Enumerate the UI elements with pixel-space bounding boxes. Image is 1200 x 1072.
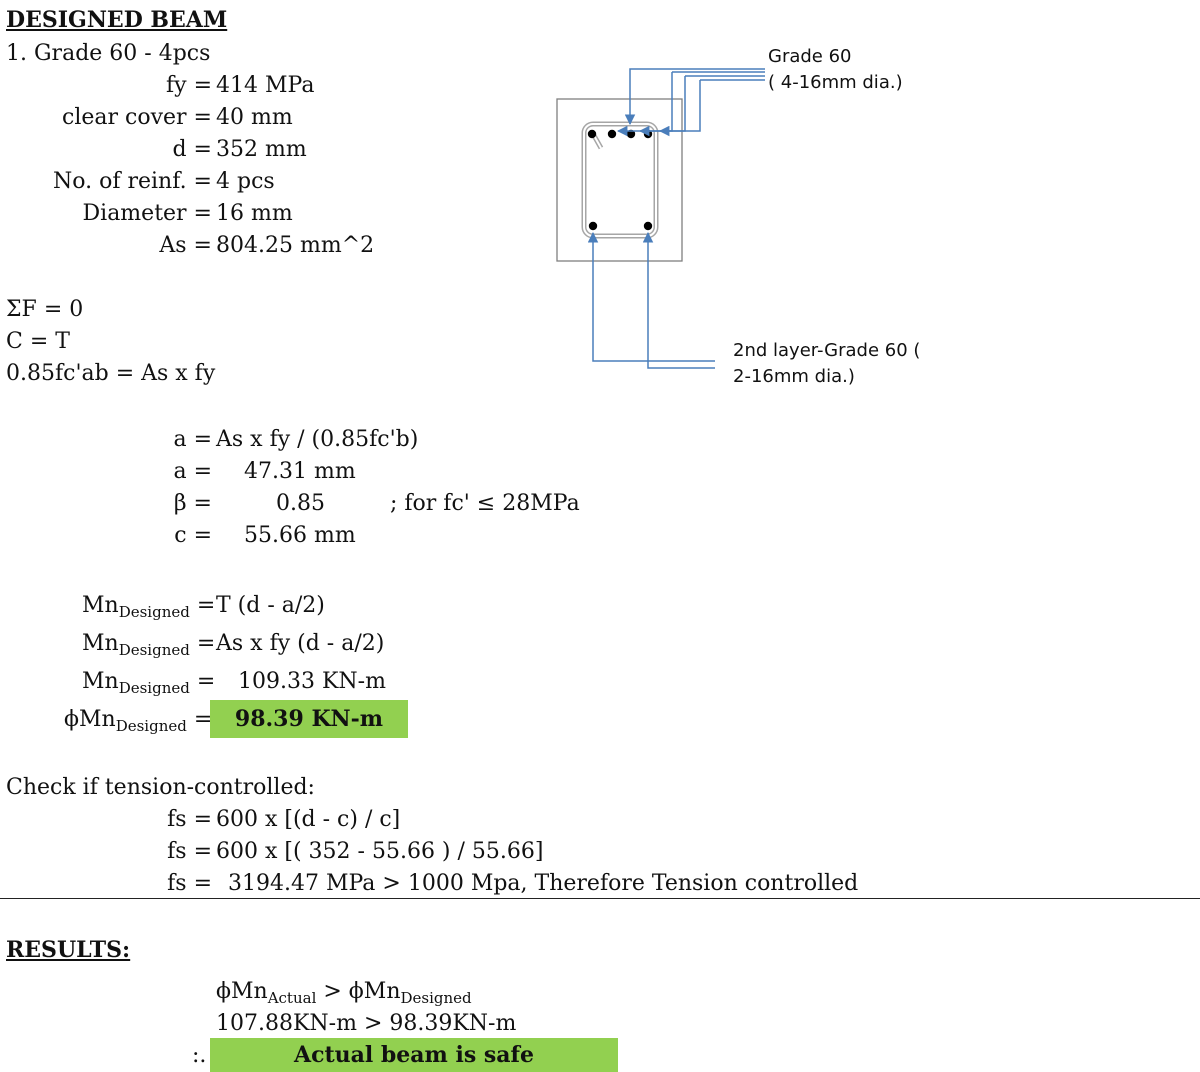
phi-moment-value: 98.39 KN-m: [210, 700, 408, 738]
calc-label: c =: [174, 523, 212, 548]
moment-value: As x fy (d - a/2): [216, 631, 385, 656]
prop-label: No. of reinf. =: [53, 169, 212, 194]
prop-value: 352 mm: [216, 137, 307, 162]
item-heading: 1. Grade 60 - 4pcs: [6, 41, 211, 66]
callout-top-line1: Grade 60: [768, 46, 852, 67]
results-heading: RESULTS:: [6, 937, 131, 963]
leader-top: [624, 68, 765, 126]
prop-label: d =: [172, 137, 212, 162]
rebar-top: [607, 129, 617, 139]
check-value: 600 x [( 352 - 55.66 ) / 55.66]: [216, 839, 544, 864]
moment-label: MnDesigned =: [82, 669, 216, 697]
rebar-top: [626, 129, 636, 139]
leader-top: [658, 80, 701, 137]
results-values: 107.88KN-m > 98.39KN-m: [216, 1011, 517, 1036]
leader-bottom: [642, 231, 715, 369]
calc-value: 47.31 mm: [244, 459, 356, 484]
prop-label: clear cover =: [62, 105, 212, 130]
prop-value: 4 pcs: [216, 169, 275, 194]
prop-value: 414 MPa: [216, 73, 315, 98]
calc-value: 0.85: [276, 491, 325, 516]
calc-label: a =: [173, 459, 212, 484]
moment-label: MnDesigned =: [82, 593, 216, 621]
phi-moment-label: ϕMnDesigned =: [64, 707, 213, 735]
calc-label: β =: [173, 491, 212, 516]
check-value: 600 x [(d - c) / c]: [216, 807, 401, 832]
moment-value: T (d - a/2): [216, 593, 325, 618]
equilibrium-line: 0.85fc'ab = As x fy: [6, 361, 216, 386]
equilibrium-line: ΣF = 0: [6, 297, 84, 322]
callout-bottom-line1: 2nd layer-Grade 60 (: [733, 340, 921, 361]
calc-value: As x fy / (0.85fc'b): [216, 427, 419, 452]
check-label: fs =: [167, 839, 212, 864]
results-comparison: ϕMnActual > ϕMnDesigned: [216, 979, 472, 1007]
rebar-bottom: [588, 221, 598, 231]
check-heading: Check if tension-controlled:: [6, 775, 315, 800]
therefore-symbol: :.: [192, 1043, 207, 1068]
calc-note: ; for fc' ≤ 28MPa: [390, 491, 580, 516]
calc-label: a =: [173, 427, 212, 452]
page-title: DESIGNED BEAM: [6, 7, 228, 33]
prop-value: 804.25 mm^2: [216, 233, 375, 258]
moment-label: MnDesigned =: [82, 631, 216, 659]
prop-label: Diameter =: [82, 201, 212, 226]
prop-label: As =: [159, 233, 212, 258]
moment-value: 109.33 KN-m: [238, 669, 386, 694]
check-label: fs =: [167, 871, 212, 896]
rebar-bottom: [643, 221, 653, 231]
calc-value: 55.66 mm: [244, 523, 356, 548]
rebar-top: [587, 129, 597, 139]
check-value: 3194.47 MPa > 1000 Mpa, Therefore Tensio…: [228, 871, 859, 896]
section-divider: [0, 898, 1200, 899]
prop-value: 16 mm: [216, 201, 293, 226]
callout-bottom-line2: 2-16mm dia.): [733, 366, 855, 387]
leader-bottom: [587, 231, 715, 362]
equilibrium-line: C = T: [6, 329, 70, 354]
callout-top-line2: ( 4-16mm dia.): [768, 72, 903, 93]
check-label: fs =: [167, 807, 212, 832]
results-conclusion: Actual beam is safe: [210, 1038, 618, 1072]
prop-value: 40 mm: [216, 105, 293, 130]
prop-label: fy =: [166, 73, 212, 98]
